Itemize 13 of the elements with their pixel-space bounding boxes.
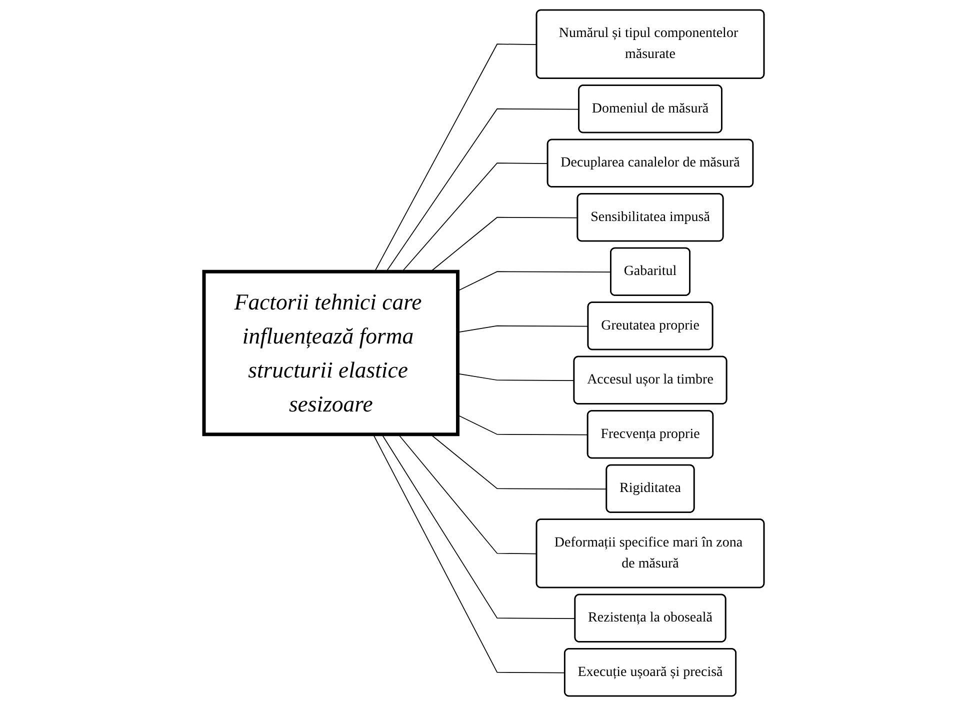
- connector: [402, 162, 548, 272]
- connector: [386, 108, 580, 272]
- connector: [430, 216, 578, 272]
- connector: [374, 44, 538, 272]
- connector: [398, 434, 538, 554]
- connector: [430, 434, 608, 490]
- connector: [372, 434, 566, 674]
- node-box: Factorii tehnici care influențează forma structurii elastice sesizoare: [202, 270, 460, 436]
- connector: [457, 373, 575, 381]
- connector: [457, 414, 588, 436]
- connector: [457, 271, 612, 292]
- connector: [381, 434, 576, 619]
- connector: [457, 325, 589, 333]
